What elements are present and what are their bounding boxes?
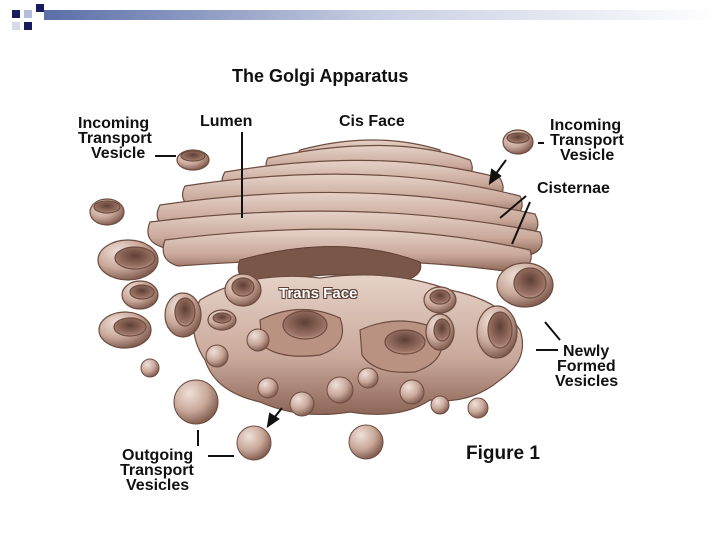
slide-corner-decoration <box>12 4 720 30</box>
outgoing-arrow-head <box>266 412 280 429</box>
lumen-label: Lumen <box>200 113 253 130</box>
diagram-title: The Golgi Apparatus <box>232 66 409 86</box>
corner-gradient-bar <box>44 10 720 20</box>
label-line: Vesicles <box>555 373 619 390</box>
label-line: Newly <box>563 343 610 360</box>
round-vesicle <box>257 377 279 399</box>
trans-pocket <box>282 310 328 340</box>
cup-vesicle-opening <box>174 297 196 327</box>
cisternae-leader <box>499 195 527 219</box>
round-vesicle <box>399 379 425 405</box>
label-line: Vesicle <box>560 147 615 164</box>
label-line: Transport <box>550 132 624 149</box>
cisternae-leader <box>511 201 531 245</box>
round-vesicle <box>246 328 270 352</box>
round-vesicle <box>236 425 272 461</box>
cup-vesicle-opening <box>93 200 121 214</box>
label-line: Formed <box>557 358 616 375</box>
round-vesicle <box>326 376 354 404</box>
round-vesicles <box>140 328 489 461</box>
round-vesicle <box>140 358 160 378</box>
leader-lines <box>155 132 561 457</box>
cup-vesicle-opening <box>114 246 156 270</box>
round-vesicle <box>205 344 229 368</box>
cup-vesicle-opening <box>506 132 530 144</box>
corner-square <box>24 10 32 18</box>
trans-pocket <box>384 329 426 355</box>
corner-square <box>12 22 20 30</box>
cup-vesicle-opening <box>429 289 451 305</box>
cup-vesicle-opening <box>433 318 451 342</box>
cup-vesicle-opening <box>129 284 155 300</box>
round-vesicle <box>357 367 379 389</box>
cup-vesicle-opening <box>513 267 547 299</box>
round-vesicle <box>348 424 384 460</box>
label-line: Incoming <box>78 115 150 132</box>
figure-label: Figure 1 <box>466 443 540 464</box>
label-line: Incoming <box>550 117 622 134</box>
round-vesicle <box>430 395 450 415</box>
cisternae-label: Cisternae <box>537 180 610 197</box>
trans-face-label: Trans Face <box>279 285 358 302</box>
cup-vesicle-opening <box>231 277 255 297</box>
cup-vesicle-opening <box>180 150 206 162</box>
corner-square <box>36 4 44 12</box>
arrows <box>266 159 507 429</box>
label-line: Vesicle <box>91 145 146 162</box>
cup-vesicle-opening <box>212 312 232 324</box>
newly-formed-leader <box>544 321 561 341</box>
round-vesicle <box>289 391 315 417</box>
round-vesicle <box>467 397 489 419</box>
cup-vesicle-opening <box>487 311 513 349</box>
label-line: Outgoing <box>122 447 194 464</box>
corner-square <box>24 22 32 30</box>
label-line: Transport <box>120 462 194 479</box>
label-line: Vesicles <box>126 477 190 494</box>
round-vesicle <box>173 379 219 425</box>
cis-face-label: Cis Face <box>339 113 405 130</box>
incoming-arrow-head <box>488 168 502 186</box>
cup-vesicles <box>89 129 554 359</box>
corner-square <box>12 10 20 18</box>
label-line: Transport <box>78 130 152 147</box>
cup-vesicle-opening <box>113 317 147 337</box>
